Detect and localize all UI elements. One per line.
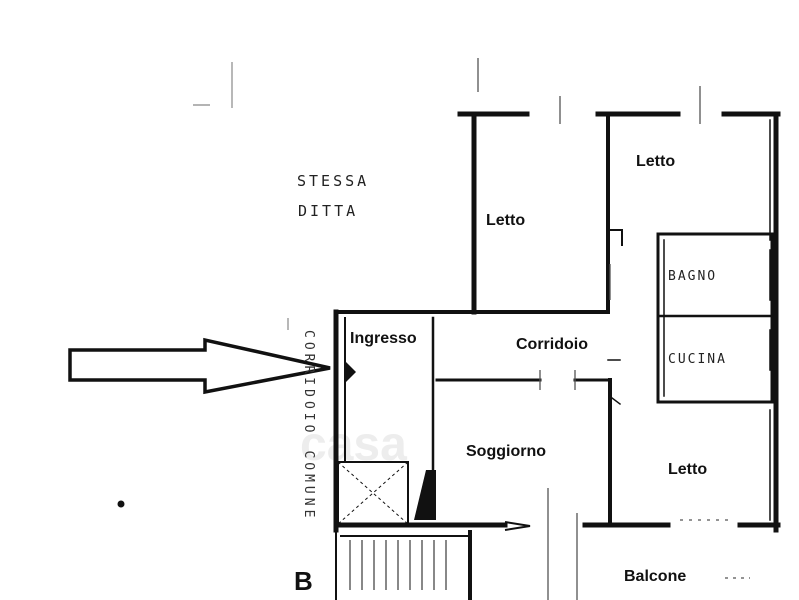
walls — [333, 111, 781, 533]
stray-marks — [193, 62, 289, 330]
room-ingresso: Ingresso — [350, 330, 417, 347]
entry-door — [344, 360, 356, 384]
annotation-corridoio-comune: CORRIDOIOCOMUNE — [301, 330, 316, 521]
entrance-arrow — [68, 337, 331, 395]
room-bagno: BAGNO — [668, 269, 717, 284]
annotation-ditta: DITTA — [298, 202, 358, 220]
opening-marks — [477, 58, 750, 600]
room-corridoio: Corridoio — [516, 336, 588, 353]
stairwell — [335, 461, 531, 600]
room-letto-bottom: Letto — [668, 461, 707, 478]
annotation-stessa: STESSA — [297, 172, 369, 190]
stair-mark-b: B — [294, 566, 313, 596]
room-soggiorno: Soggiorno — [466, 443, 546, 460]
room-balcone: Balcone — [624, 568, 686, 585]
dot-mark — [117, 500, 125, 508]
room-letto-top-right: Letto — [636, 153, 675, 170]
room-letto-top-left: Letto — [486, 212, 525, 229]
room-cucina: CUCINA — [668, 352, 727, 367]
